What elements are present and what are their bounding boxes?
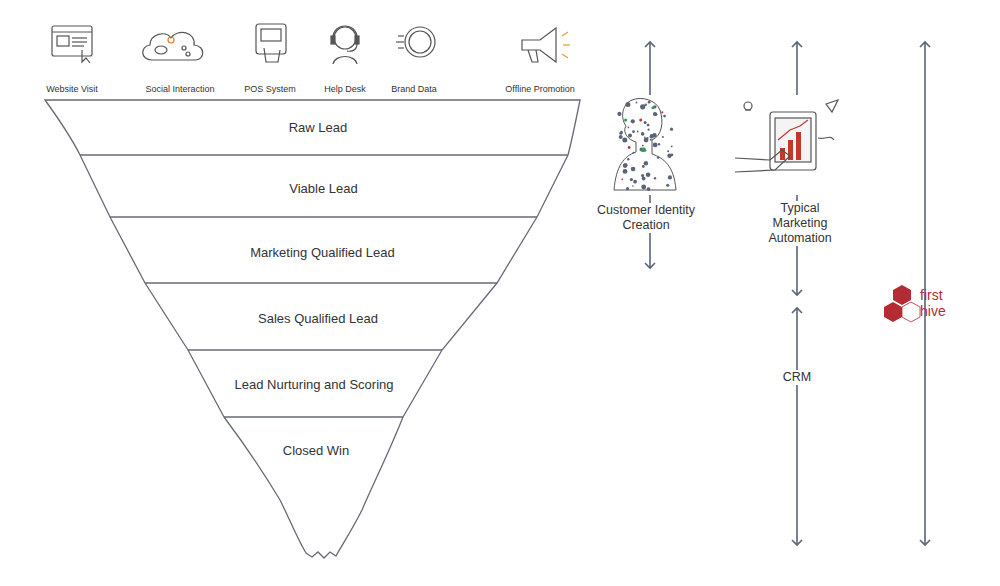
- identity-dot: [632, 185, 634, 187]
- identity-dot: [637, 131, 639, 133]
- identity-dot: [653, 112, 657, 116]
- band-label: Sales Qualified Lead: [258, 311, 378, 326]
- identity-dot: [633, 152, 635, 154]
- identity-dot: [641, 185, 646, 190]
- icon-label: POS System: [244, 84, 296, 94]
- identity-dot: [658, 143, 660, 145]
- funnel-band: Viable Lead: [289, 181, 357, 196]
- identity-dot: [642, 145, 644, 147]
- funnel-band: Marketing Qualified Lead: [250, 245, 395, 260]
- identity-dot: [668, 175, 672, 179]
- identity-dot: [657, 156, 660, 159]
- logo-text: hive: [920, 304, 946, 318]
- identity-dot: [623, 163, 628, 168]
- column-label: Typical Marketing Automation: [756, 201, 844, 246]
- identity-dot: [662, 136, 664, 138]
- identity-dot: [648, 129, 650, 131]
- identity-dot: [644, 121, 647, 124]
- identity-dot: [625, 102, 630, 107]
- identity-dot: [628, 146, 631, 149]
- column-label: CRM: [781, 370, 813, 385]
- identity-dot: [624, 119, 627, 122]
- icon-label: Website Visit: [46, 84, 98, 94]
- funnel-band: Raw Lead: [289, 120, 348, 135]
- band-label: Raw Lead: [289, 120, 348, 135]
- band-label: Lead Nurturing and Scoring: [235, 377, 394, 392]
- svg-text:​: ​: [270, 32, 271, 39]
- identity-dot: [628, 127, 630, 129]
- identity-dot: [646, 173, 651, 178]
- identity-dot: [667, 150, 669, 152]
- identity-dot: [624, 163, 628, 167]
- identity-dot: [642, 177, 646, 181]
- identity-dot: [617, 112, 621, 116]
- identity-dot: [648, 101, 651, 104]
- identity-dot: [663, 115, 666, 118]
- identity-dot: [627, 158, 629, 160]
- column-label: Customer Identity Creation: [584, 203, 708, 233]
- identity-dot: [640, 104, 645, 109]
- identity-dot: [623, 169, 628, 174]
- identity-dot: [630, 178, 633, 181]
- funnel-band: Sales Qualified Lead: [258, 311, 378, 326]
- identity-dot: [619, 132, 622, 135]
- band-label: Marketing Qualified Lead: [250, 245, 395, 260]
- identity-dot: [626, 187, 629, 190]
- band-label: Viable Lead: [289, 181, 357, 196]
- identity-dot: [633, 180, 637, 184]
- identity-dot: [622, 138, 627, 143]
- funnel-band: Closed Win: [283, 443, 349, 458]
- identity-dot: [666, 184, 669, 187]
- identity-dot: [627, 103, 629, 105]
- icon-label: Brand Data: [391, 84, 437, 94]
- identity-dot: [652, 133, 656, 137]
- identity-dot: [636, 102, 638, 104]
- identity-dot: [641, 132, 645, 136]
- identity-dot: [632, 130, 635, 133]
- identity-dot: [650, 139, 652, 141]
- identity-dot: [651, 106, 654, 109]
- identity-dot: [647, 187, 651, 191]
- identity-dot: [671, 145, 673, 147]
- identity-dot: [661, 111, 663, 113]
- icon-label: Help Desk: [324, 84, 366, 94]
- identity-dot: [671, 153, 674, 156]
- identity-dot: [653, 143, 658, 148]
- identity-dot: [628, 133, 632, 137]
- funnel-band: Lead Nurturing and Scoring: [235, 377, 394, 392]
- identity-dot: [619, 135, 623, 139]
- identity-dot: [631, 119, 635, 123]
- identity-dot: [621, 178, 623, 180]
- band-label: Closed Win: [283, 443, 349, 458]
- identity-dot: [670, 128, 673, 131]
- icon-label: Offline Promotion: [505, 84, 574, 94]
- identity-dot: [631, 167, 636, 172]
- identity-dot: [644, 161, 648, 165]
- identity-dot: [639, 119, 642, 122]
- logo-text: first: [920, 288, 943, 302]
- identity-dot: [654, 112, 658, 116]
- identity-dot: [641, 147, 646, 152]
- identity-dot: [647, 124, 650, 127]
- icon-label: Social Interaction: [145, 84, 214, 94]
- identity-dot: [654, 177, 656, 179]
- identity-dot: [644, 138, 649, 143]
- identity-dot: [642, 165, 645, 168]
